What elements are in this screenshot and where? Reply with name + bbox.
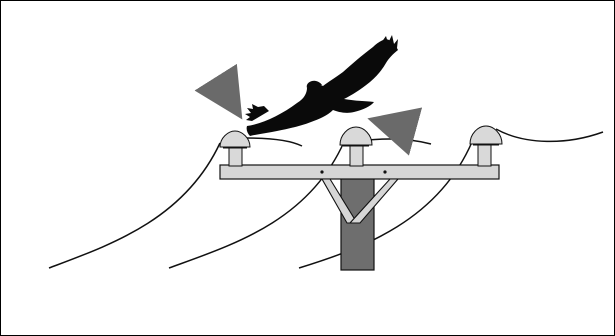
wire-right-lower — [298, 141, 473, 269]
wire-left-upper — [246, 137, 303, 147]
crossarm-brace-right — [348, 178, 400, 224]
wire-right-upper — [495, 128, 604, 143]
bird-icon — [245, 35, 398, 136]
wire-left-lower — [48, 142, 221, 269]
insulator-icon-left — [219, 130, 251, 149]
arrow-icon-left — [194, 63, 243, 120]
brace-bolt-right — [383, 170, 387, 174]
wire-middle-upper — [367, 138, 432, 145]
insulator-icon-middle — [339, 126, 373, 147]
insulator-post-right — [477, 143, 492, 167]
insulator-post-left — [228, 147, 243, 167]
insulator-icon-right — [469, 125, 503, 146]
crossarm — [219, 164, 500, 180]
insulator-post-middle — [349, 144, 364, 167]
wire-middle-lower — [168, 141, 345, 269]
arrow-icon-right — [367, 107, 423, 156]
brace-bolt-left — [320, 170, 324, 174]
